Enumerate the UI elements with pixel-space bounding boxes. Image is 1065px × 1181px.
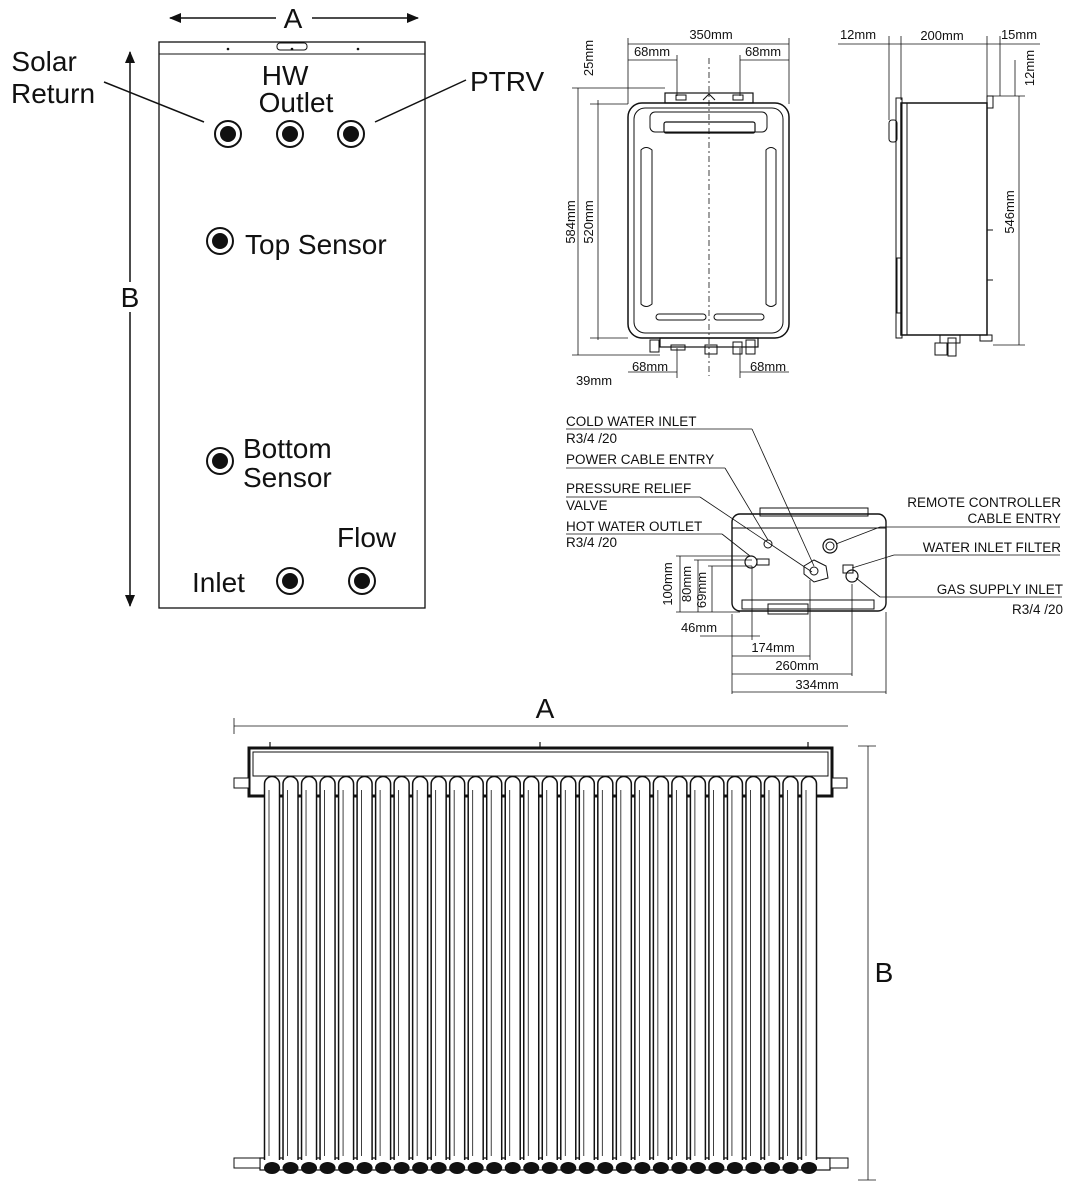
collector-tube (615, 775, 633, 1174)
svg-text:68mm: 68mm (750, 359, 786, 374)
bottom-view-labels: COLD WATER INLET R3/4 /20 POWER CABLE EN… (566, 414, 1063, 692)
collector-tube (634, 775, 651, 1174)
heater-side-view (888, 95, 994, 357)
hw-outlet-port (276, 120, 304, 148)
svg-text:260mm: 260mm (775, 658, 818, 673)
svg-text:R3/4 /20: R3/4 /20 (1012, 602, 1063, 617)
collector-tube (597, 775, 614, 1174)
tank-width-label: A (284, 3, 303, 34)
top-sensor-label: Top Sensor (245, 229, 387, 260)
svg-text:R3/4 /20: R3/4 /20 (566, 431, 617, 446)
collector-tube (745, 775, 762, 1174)
svg-text:200mm: 200mm (920, 28, 963, 43)
collector-tube (411, 775, 429, 1174)
svg-text:12mm: 12mm (1022, 50, 1037, 86)
svg-text:25mm: 25mm (581, 40, 596, 76)
collector-tube (800, 775, 818, 1174)
svg-text:546mm: 546mm (1002, 190, 1017, 233)
flow-label: Flow (337, 522, 397, 553)
svg-text:POWER CABLE ENTRY: POWER CABLE ENTRY (566, 452, 714, 467)
collector-tube (319, 775, 336, 1174)
collector-tube (522, 775, 540, 1174)
bottom-sensor-label: Bottom Sensor (243, 433, 339, 493)
inlet-port (276, 567, 304, 595)
collector-tube (263, 775, 281, 1174)
svg-text:46mm: 46mm (681, 620, 717, 635)
heater-bottom-view (731, 507, 887, 615)
svg-text:39mm: 39mm (576, 373, 612, 388)
inlet-label: Inlet (192, 567, 245, 598)
front-view-dimension-labels: 350mm 68mm 68mm 25mm 584mm 520mm 39mm 68… (563, 27, 786, 388)
collector-tube (356, 775, 373, 1174)
hw-outlet-label: HW Outlet (259, 60, 334, 118)
collector-tube (374, 775, 392, 1174)
collector-tube (726, 775, 744, 1174)
top-sensor-port (206, 227, 234, 255)
collector-tube (337, 775, 355, 1174)
collector-tube (393, 775, 410, 1174)
svg-text:80mm: 80mm (679, 566, 694, 602)
solar-return-label: Solar Return (11, 46, 95, 109)
collector-width-label: A (536, 693, 555, 724)
bottom-view-leaders (566, 428, 1062, 598)
collector-tube (430, 775, 447, 1174)
tank-height-label: B (121, 282, 140, 313)
svg-text:68mm: 68mm (632, 359, 668, 374)
flow-port (348, 567, 376, 595)
collector-tube (467, 775, 484, 1174)
svg-text:REMOTE CONTROLLER: REMOTE CONTROLLER (907, 495, 1061, 510)
collector-tube (560, 775, 577, 1174)
collector-tube (504, 775, 521, 1174)
collector-tube (708, 775, 725, 1174)
svg-text:15mm: 15mm (1001, 27, 1037, 42)
heater-front-view (627, 58, 790, 376)
collector-tube (689, 775, 707, 1174)
svg-text:GAS SUPPLY INLET: GAS SUPPLY INLET (937, 582, 1063, 597)
svg-text:12mm: 12mm (840, 27, 876, 42)
svg-text:100mm: 100mm (660, 562, 675, 605)
collector-tube (282, 775, 299, 1174)
svg-text:174mm: 174mm (751, 640, 794, 655)
solar-return-port (214, 120, 242, 148)
side-view-dimensions (838, 36, 1040, 346)
collector-tube (782, 775, 799, 1174)
collector-diagram: A B (233, 693, 894, 1181)
svg-text:CABLE ENTRY: CABLE ENTRY (967, 511, 1061, 526)
collector-tube (448, 775, 466, 1174)
collector-tube (763, 775, 781, 1174)
svg-text:68mm: 68mm (634, 44, 670, 59)
collector-tube (671, 775, 688, 1174)
storage-tank-diagram: A B Solar Return HW Outlet PTRV (11, 2, 544, 609)
svg-text:68mm: 68mm (745, 44, 781, 59)
svg-text:COLD WATER INLET: COLD WATER INLET (566, 414, 697, 429)
svg-text:69mm: 69mm (694, 572, 709, 608)
svg-text:WATER INLET FILTER: WATER INLET FILTER (923, 540, 1062, 555)
svg-text:HOT WATER OUTLET: HOT WATER OUTLET (566, 519, 702, 534)
svg-text:584mm: 584mm (563, 200, 578, 243)
ptrv-port (337, 120, 365, 148)
svg-text:520mm: 520mm (581, 200, 596, 243)
collector-height-label: B (875, 957, 894, 988)
svg-text:334mm: 334mm (795, 677, 838, 692)
side-view-dimension-labels: 12mm 200mm 15mm 12mm 546mm (840, 27, 1037, 234)
collector-tube (541, 775, 559, 1174)
ptrv-label: PTRV (470, 66, 544, 97)
svg-text:PRESSURE RELIEF: PRESSURE RELIEF (566, 481, 691, 496)
svg-text:VALVE: VALVE (566, 498, 608, 513)
collector-tube (578, 775, 596, 1174)
collector-tube (652, 775, 670, 1174)
collector-tube (485, 775, 503, 1174)
front-view-dimensions (572, 38, 790, 378)
svg-text:350mm: 350mm (689, 27, 732, 42)
bottom-sensor-port (206, 447, 234, 475)
collector-tube (300, 775, 318, 1174)
bottom-view-dimensions (676, 555, 887, 694)
collector-tubes (263, 775, 818, 1174)
svg-text:R3/4 /20: R3/4 /20 (566, 535, 617, 550)
